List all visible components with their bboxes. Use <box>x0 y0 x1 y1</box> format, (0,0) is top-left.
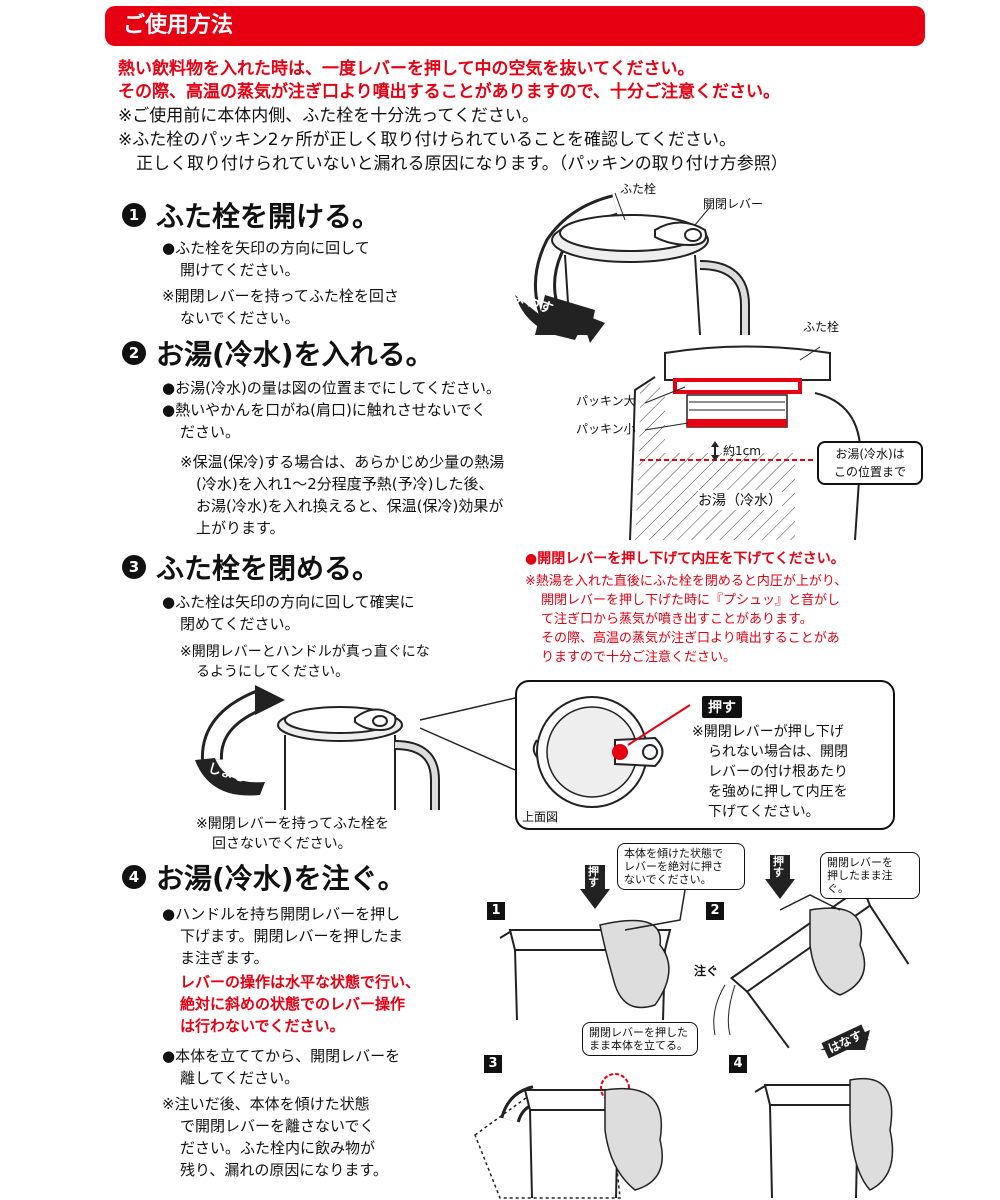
step1-note: ※開閉レバーを持ってふた栓を回さ <box>162 287 399 305</box>
top-view-label: 上面図 <box>522 810 559 824</box>
step4-red-text: レバーの操作は水平な状態で行い、 <box>180 973 421 991</box>
top-view-note: を強めに押して内圧を <box>708 784 848 800</box>
note-line: ※ご使用前に本体内側、ふた栓を十分洗ってください。 <box>118 106 539 126</box>
label-cap: ふた栓 <box>620 182 657 196</box>
step4-note: 残り、漏れの原因になります。 <box>180 1161 388 1179</box>
step3-red-note: 開閉レバーを押し下げた時に『プシュッ』と音がし <box>541 593 841 608</box>
label-lever: 開閉レバー <box>703 197 764 211</box>
top-view-note: 下げてください。 <box>708 804 820 820</box>
label-packing-small: パッキン小 <box>576 422 636 436</box>
panel-number: 3 <box>484 1055 502 1073</box>
step2-text: ●熱いやかんを口がね(肩口)に触れさせないでく <box>162 401 487 419</box>
label-water: お湯（冷水） <box>698 490 782 510</box>
step2-note: お湯(冷水)を入れ換えると、保温(保冷)効果が <box>196 497 504 515</box>
step-number: 4 <box>122 865 146 889</box>
pour-panel-3 <box>474 1073 663 1199</box>
panel1-bubble: 本体を傾けた状態で レバーを絶対に押さ ないでください。 <box>617 843 745 890</box>
step3-caption: ※開閉レバーを持ってふた栓を <box>196 816 390 832</box>
section-header: ご使用方法 <box>105 6 925 46</box>
step4-text: ●本体を立ててから、開閉レバーを <box>162 1047 401 1065</box>
top-view-note: られない場合は、開閉 <box>708 744 848 760</box>
step4-text: 下げます。開閉レバーを押したま <box>180 927 404 945</box>
panel-number: 1 <box>487 902 505 920</box>
pour-panel-2 <box>713 884 910 1049</box>
panel-number: 2 <box>706 902 724 920</box>
step4-note: で開閉レバーを離さないでく <box>180 1117 375 1135</box>
step3-red-title: ●開閉レバーを押し下げて内圧を下げてください。 <box>525 551 845 567</box>
step3-note: ※開閉レバーとハンドルが真っ直ぐにな <box>180 644 430 660</box>
top-view-illustration <box>532 696 691 808</box>
push-label: 押す <box>588 865 599 889</box>
push-arrow-2 <box>765 855 795 899</box>
step1-text: 開けてください。 <box>180 261 300 279</box>
top-view-note: レバーの付け根あたり <box>708 764 848 780</box>
step2-note: 上がります。 <box>196 519 285 537</box>
step1-text: ●ふた栓を矢印の方向に回して <box>162 239 370 257</box>
top-view-note: ※開閉レバーが押し下げ <box>692 724 844 740</box>
step4-text: 離してください。 <box>180 1069 300 1087</box>
label-cap: ふた栓 <box>803 320 840 334</box>
step3-red-note: その際、高温の蒸気が注ぎ口より噴出することがあ <box>541 631 840 646</box>
step3-text: ●ふた栓は矢印の方向に回して確実に <box>162 593 415 611</box>
step4-note: ださい。ふた栓内に飲み物が <box>180 1139 376 1157</box>
step3-note: るようにしてください。 <box>196 664 350 680</box>
pour-panel-1 <box>499 889 686 1021</box>
step2-note: ※保温(保冷)する場合は、あらかじめ少量の熱湯 <box>180 453 505 471</box>
step3-illustration <box>195 685 516 810</box>
pour-panel-4 <box>754 1030 894 1199</box>
water-level-callout: お湯(冷水)は この位置まで <box>817 441 923 485</box>
warning-line: その際、高温の蒸気が注ぎ口より噴出することがありますので、十分ご注意ください。 <box>118 82 780 102</box>
warning-line: 熱い飲料物を入れた時は、一度レバーを押して中の空気を抜いてください。 <box>118 59 695 79</box>
step4-text: ま注ぎます。 <box>180 949 269 967</box>
step-number: 2 <box>122 341 146 365</box>
step3-caption: 回さないでください。 <box>212 836 352 852</box>
step3-text: 閉めてください。 <box>180 615 300 633</box>
push-badge: 押す <box>702 696 742 718</box>
step3-red-note: ※熱湯を入れた直後にふた栓を閉めると内圧が上がり、 <box>525 574 848 589</box>
step4-note: ※注いだ後、本体を傾けた状態 <box>162 1095 370 1113</box>
step3-red-note: りますので十分ご注意ください。 <box>541 650 737 665</box>
step2-text: ●お湯(冷水)の量は図の位置までにしてください。 <box>162 379 501 397</box>
push-label: 押す <box>773 855 784 879</box>
step1-illustration <box>515 192 750 343</box>
panel2-bubble: 開閉レバーを 押したまま注ぐ。 <box>820 852 920 899</box>
pour-label: 注ぐ <box>694 964 719 978</box>
step-number: 1 <box>122 203 146 227</box>
step1-note: ないでください。 <box>180 309 300 327</box>
note-line: ※ふた栓のパッキン2ヶ所が正しく取り付けられていることを確認してください。 <box>118 130 737 150</box>
step-number: 3 <box>122 555 146 579</box>
label-packing-large: パッキン大 <box>576 394 636 408</box>
panel-number: 4 <box>729 1055 747 1073</box>
step2-note: (冷水)を入れ1～2分程度予熱(予冷)した後、 <box>196 475 494 493</box>
step4-text: ●ハンドルを持ち開閉レバーを押し <box>162 905 401 923</box>
note-line: 正しく取り付けられていないと漏れる原因になります。（パッキンの取り付け方参照） <box>136 154 788 174</box>
step4-red-text: 絶対に斜めの状態でのレバー操作 <box>180 995 406 1013</box>
push-arrow-1 <box>580 865 610 909</box>
step3-red-note: て注ぎ口から蒸気が噴き出すことがあります。 <box>541 612 813 627</box>
step4-red-text: は行わないでください。 <box>180 1017 345 1035</box>
label-distance: 約1cm <box>723 444 761 458</box>
panel3-bubble: 開閉レバーを押した まま本体を立てる。 <box>582 1022 698 1056</box>
step2-text: ださい。 <box>180 423 241 441</box>
